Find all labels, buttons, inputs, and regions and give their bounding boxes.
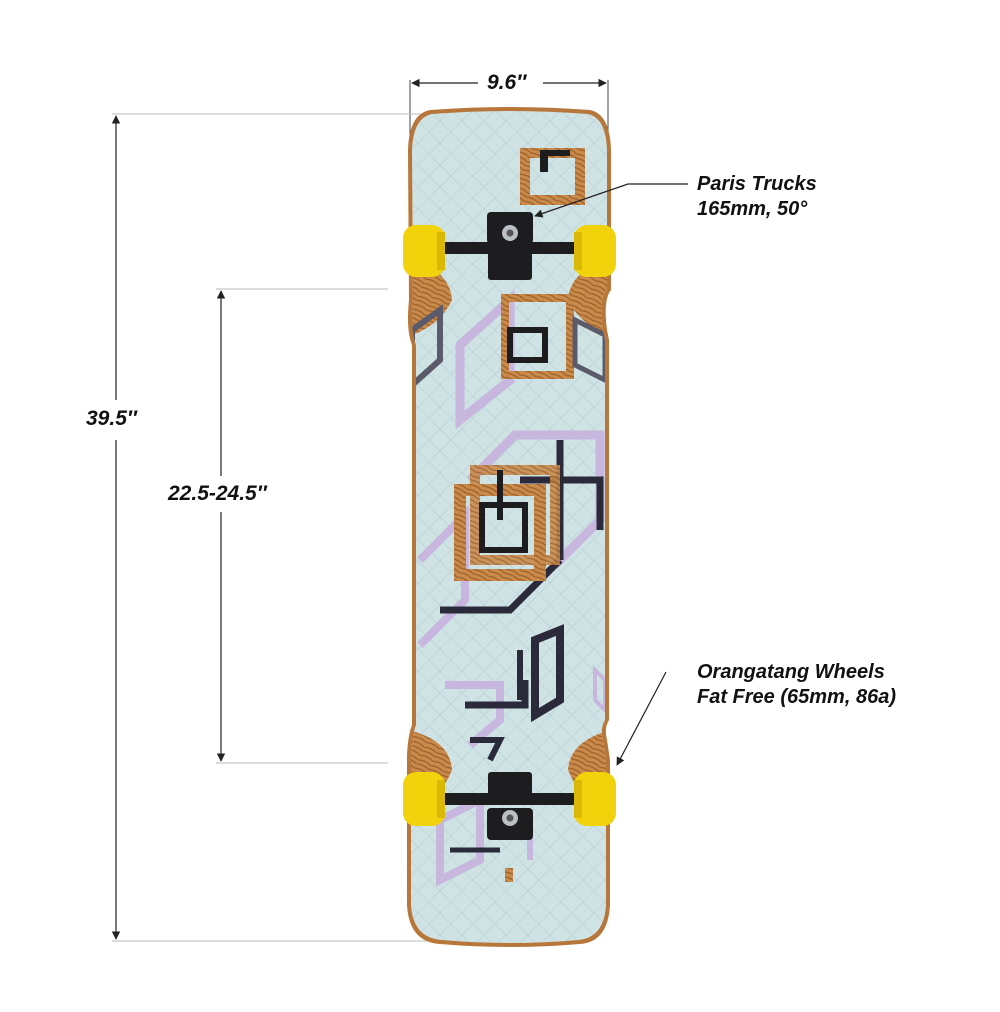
deck-graphics [411, 148, 607, 887]
lower-cube-graphic [445, 624, 607, 762]
wheels-callout-spec: Fat Free (65mm, 86a) [697, 686, 896, 708]
wheelbase-label: 22.5-24.5″ [168, 482, 267, 505]
front-truck-axle [440, 242, 580, 254]
center-cube-graphic [417, 430, 605, 648]
deck-top [411, 111, 607, 943]
wheels-callout: Orangatang Wheels Fat Free (65mm, 86a) [697, 660, 896, 710]
trucks-callout-spec: 165mm, 50° [697, 198, 808, 220]
longboard-deck [407, 107, 611, 947]
rear-truck-assembly [403, 772, 616, 840]
wheels-leader-line [616, 671, 667, 766]
deck-width-label: 9.6″ [487, 71, 527, 94]
trucks-callout: Paris Trucks 165mm, 50° [697, 172, 817, 222]
trucks-leader-line [534, 183, 688, 218]
rear-left-wheel [403, 772, 445, 826]
wheels-callout-name: Orangatang Wheels [697, 661, 885, 683]
trucks-callout-name: Paris Trucks [697, 173, 817, 195]
wheel-well-top-right [568, 258, 607, 335]
rear-truck-axle [440, 793, 580, 805]
front-right-wheel [574, 225, 616, 277]
front-truck-assembly [403, 212, 616, 280]
upper-cube-graphic [411, 289, 607, 430]
front-left-wheel [403, 225, 445, 277]
deck-length-label: 39.5″ [86, 407, 137, 430]
front-truck-hanger-block [488, 252, 532, 280]
rear-right-wheel [574, 772, 616, 826]
dimension-lines [111, 78, 609, 942]
top-cube-graphic [520, 148, 585, 205]
callout-leaders [534, 183, 688, 766]
